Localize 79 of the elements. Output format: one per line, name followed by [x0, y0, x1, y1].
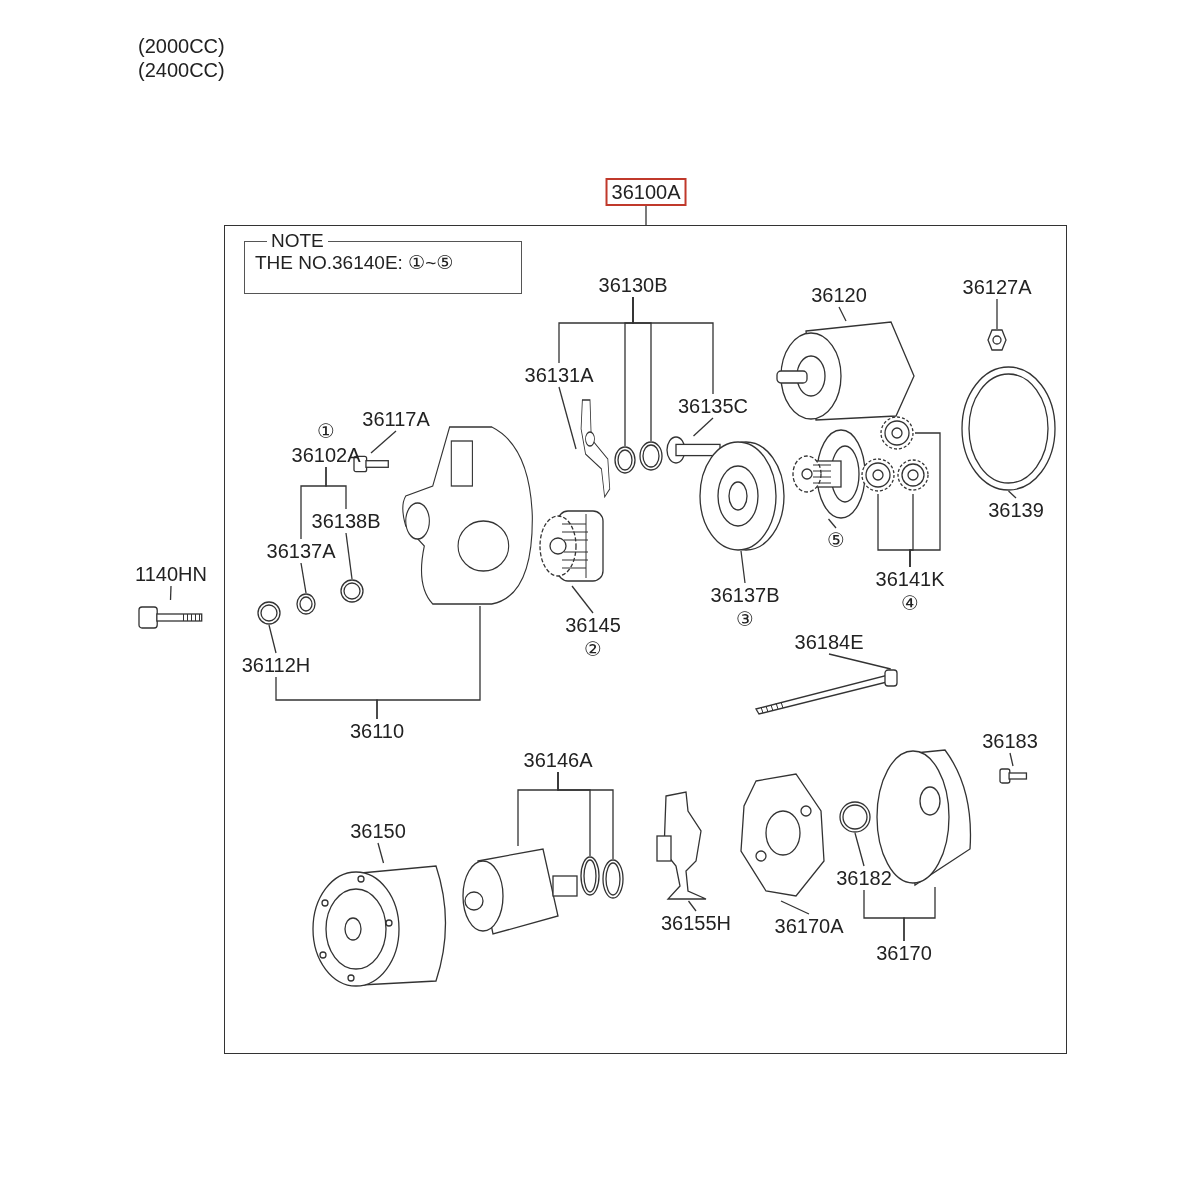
part-number: 36183: [982, 729, 1038, 753]
callout-number: ②: [583, 637, 603, 661]
bushing-drawing: [614, 446, 636, 474]
leader-line: [780, 900, 810, 915]
leader-line: [996, 298, 998, 330]
ring-drawing: [961, 366, 1056, 491]
bushing-drawing: [639, 441, 663, 471]
gear-drawing: [879, 416, 915, 450]
leader-line: [376, 605, 481, 720]
leader-line: [687, 900, 697, 912]
part-number: 36155H: [660, 911, 732, 935]
bushing-drawing: [257, 601, 281, 625]
solenoid-drawing: [776, 321, 916, 421]
part-number: 36135C: [677, 394, 749, 418]
part-number: 36120: [811, 283, 867, 307]
leader-line: [325, 466, 347, 510]
leader-line: [268, 624, 277, 654]
bushing-drawing: [839, 801, 871, 833]
part-number: 36117A: [362, 407, 430, 431]
note-text: THE NO.36140E: ①~⑤: [255, 252, 454, 274]
callout-number: ③: [735, 607, 755, 631]
part-number: 36139: [988, 498, 1044, 522]
leader-line: [558, 386, 577, 450]
leader-line: [300, 562, 307, 594]
shaft-drawing: [791, 429, 866, 519]
gear-housing-drawing: [696, 441, 786, 551]
part-number: 36102A: [291, 443, 361, 467]
leader-line: [838, 306, 847, 322]
part-number: 36170: [876, 941, 932, 965]
part-number: 1140HN: [135, 562, 207, 586]
leader-line: [632, 296, 714, 395]
leader-line: [854, 832, 865, 867]
part-number: 36100A: [605, 178, 687, 206]
gear-drawing: [897, 456, 929, 494]
engine-note: (2000CC): [138, 34, 225, 58]
nut-drawing: [987, 329, 1007, 351]
screw-drawing: [999, 766, 1027, 786]
diagram-frame: [224, 225, 1067, 1054]
leader-line: [169, 585, 172, 601]
part-number: 36145: [565, 613, 621, 637]
part-number: 36141K: [875, 567, 945, 591]
leader-line: [370, 430, 397, 454]
part-number: 36184E: [794, 630, 864, 654]
bushing-drawing: [580, 856, 600, 896]
leader-line: [903, 886, 936, 942]
leader-line: [740, 550, 746, 584]
leader-line: [827, 518, 837, 529]
leader-line: [692, 417, 714, 437]
gear-drawing: [861, 456, 895, 494]
leader-line: [1007, 490, 1017, 499]
part-number: 36170A: [774, 914, 844, 938]
part-number: 36137A: [266, 539, 336, 563]
part-number: 36137B: [710, 583, 780, 607]
part-number: 36138B: [311, 509, 381, 533]
bushing-drawing: [340, 579, 364, 603]
part-number: 36146A: [523, 748, 593, 772]
bushing-drawing: [296, 593, 316, 615]
leader-line: [345, 532, 353, 580]
part-number: 36127A: [962, 275, 1032, 299]
leader-line: [828, 653, 892, 670]
leader-line: [645, 205, 647, 226]
housing-drawing: [399, 426, 534, 606]
part-number: 36112H: [241, 653, 311, 677]
part-number: 36130B: [598, 273, 668, 297]
leader-line: [571, 585, 594, 614]
part-number: 36131A: [524, 363, 594, 387]
bolt-drawing: [753, 669, 898, 714]
leader-line: [909, 493, 914, 568]
part-number: 36150: [350, 819, 406, 843]
engine-note: (2400CC): [138, 58, 225, 82]
bushing-drawing: [602, 859, 624, 899]
leader-line: [377, 842, 385, 864]
part-number: 36182: [836, 866, 892, 890]
callout-number: ④: [900, 591, 920, 615]
leader-line: [1009, 752, 1014, 767]
callout-number: ①: [316, 419, 336, 443]
callout-number: ⑤: [827, 528, 845, 552]
part-number: 36110: [349, 719, 405, 743]
leader-line: [557, 771, 614, 860]
